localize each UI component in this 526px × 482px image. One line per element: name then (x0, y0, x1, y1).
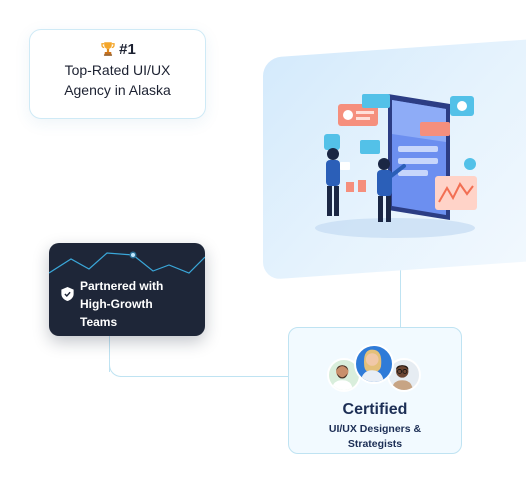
wave-line-decoration (49, 251, 205, 274)
award-text: Top-Rated UI/UX Agency in Alaska (30, 60, 205, 100)
certified-card: Certified UI/UX Designers & Strategists (288, 327, 462, 454)
connector-line (120, 376, 288, 377)
certified-title: Certified (342, 401, 408, 418)
certified-line: Strategists (347, 438, 403, 450)
partner-line: Partnered with (80, 279, 164, 293)
avatar-man-beard-icon (331, 365, 353, 390)
partner-line: Teams (80, 315, 118, 329)
award-header: #1 (30, 40, 205, 58)
partner-line: High-Growth (80, 297, 153, 311)
connector-curve (109, 360, 124, 377)
certified-line: UI/UX Designers & (328, 423, 422, 435)
shield-check-icon (61, 287, 74, 301)
connector-line (400, 262, 401, 328)
avatar-woman-blonde-icon (360, 349, 384, 382)
app-development-illustration (315, 94, 477, 238)
partner-text: Partnered with High-Growth Teams (80, 277, 200, 331)
avatar (327, 358, 361, 392)
award-rank: #1 (119, 40, 136, 58)
connector-line (109, 336, 110, 372)
avatar-group (327, 344, 425, 392)
certified-subtitle: UI/UX Designers & Strategists (309, 422, 441, 452)
award-line: Top-Rated UI/UX (64, 62, 171, 78)
trophy-icon (101, 42, 115, 56)
award-line: Agency in Alaska (64, 82, 171, 98)
avatar (354, 344, 394, 384)
avatar-man-glasses-icon (391, 365, 413, 390)
award-card: #1 Top-Rated UI/UX Agency in Alaska (29, 29, 206, 119)
partner-card: Partnered with High-Growth Teams (49, 243, 205, 336)
